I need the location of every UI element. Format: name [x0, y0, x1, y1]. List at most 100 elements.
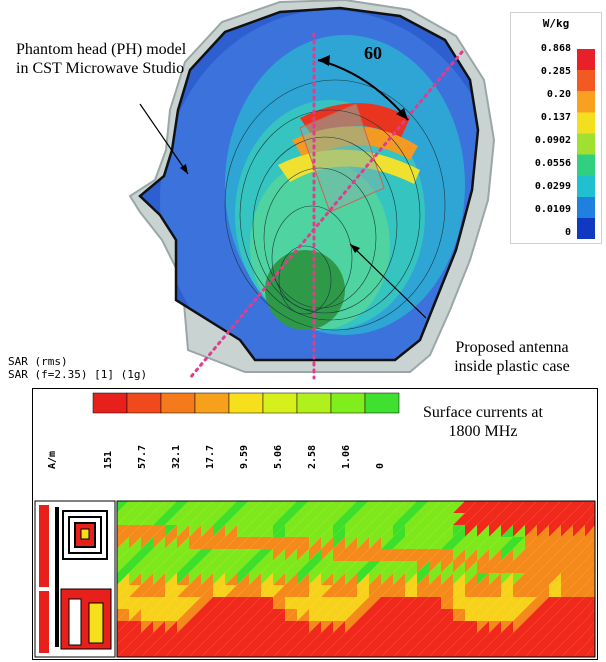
- current-mesh-cell: [285, 645, 297, 657]
- current-mesh-cell: [345, 645, 357, 657]
- current-mesh-cell: [297, 525, 309, 537]
- current-mesh-cell: [345, 621, 357, 633]
- sar-legend-value: 0.285: [540, 66, 571, 77]
- current-mesh-cell: [381, 585, 393, 597]
- current-mesh-cell: [417, 621, 429, 633]
- current-mesh-cell: [225, 645, 237, 657]
- current-mesh-cell: [129, 525, 141, 537]
- current-mesh-cell: [477, 525, 489, 537]
- current-mesh-cell: [537, 549, 549, 561]
- current-mesh-cell: [369, 549, 381, 561]
- current-mesh-cell: [201, 597, 213, 609]
- current-mesh-cell: [441, 549, 453, 561]
- current-mesh-cell: [381, 549, 393, 561]
- current-mesh-cell: [501, 621, 513, 633]
- current-mesh-cell: [573, 645, 585, 657]
- current-mesh-cell: [537, 525, 549, 537]
- current-mesh-cell: [465, 501, 477, 513]
- current-mesh-cell: [369, 585, 381, 597]
- current-mesh-cell: [297, 501, 309, 513]
- current-mesh-cell: [129, 513, 141, 525]
- current-mesh-cell: [309, 501, 321, 513]
- current-mesh-cell: [525, 609, 537, 621]
- current-mesh-cell: [429, 645, 441, 657]
- current-mesh-cell: [165, 621, 177, 633]
- current-mesh-cell: [117, 537, 129, 549]
- current-mesh-cell: [333, 525, 345, 537]
- current-mesh-cell: [165, 645, 177, 657]
- current-mesh-cell: [513, 621, 525, 633]
- current-mesh-cell: [549, 537, 561, 549]
- current-mesh-cell: [465, 573, 477, 585]
- current-mesh-cell: [357, 549, 369, 561]
- current-mesh-cell: [189, 513, 201, 525]
- current-mesh-cell: [417, 609, 429, 621]
- current-mesh-cell: [357, 561, 369, 573]
- current-mesh-cell: [381, 597, 393, 609]
- current-mesh-cell: [489, 573, 501, 585]
- current-mesh-cell: [429, 573, 441, 585]
- current-mesh-cell: [369, 513, 381, 525]
- current-mesh-cell: [261, 597, 273, 609]
- current-mesh-cell: [525, 549, 537, 561]
- current-mesh-cell: [213, 573, 225, 585]
- current-mesh-cell: [489, 597, 501, 609]
- current-mesh-cell: [297, 621, 309, 633]
- current-mesh-cell: [513, 645, 525, 657]
- current-mesh-cell: [369, 645, 381, 657]
- current-mesh-cell: [213, 537, 225, 549]
- current-mesh-cell: [117, 501, 129, 513]
- current-mesh-cell: [141, 561, 153, 573]
- current-mesh-cell: [561, 633, 573, 645]
- current-mesh-cell: [573, 609, 585, 621]
- current-mesh-cell: [285, 513, 297, 525]
- current-mesh-cell: [261, 501, 273, 513]
- current-mesh-cell: [189, 525, 201, 537]
- current-mesh-cell: [369, 621, 381, 633]
- current-mesh-cell: [129, 537, 141, 549]
- current-mesh-cell: [237, 609, 249, 621]
- current-mesh-cell: [321, 609, 333, 621]
- current-mesh-cell: [345, 609, 357, 621]
- current-mesh-cell: [309, 609, 321, 621]
- current-mesh-cell: [465, 621, 477, 633]
- current-mesh-cell: [405, 621, 417, 633]
- current-mesh-cell: [513, 537, 525, 549]
- current-mesh-cell: [537, 621, 549, 633]
- current-mesh-cell: [465, 513, 477, 525]
- current-mesh-cell: [225, 585, 237, 597]
- current-mesh-cell: [549, 597, 561, 609]
- current-mesh-cell: [273, 633, 285, 645]
- current-mesh-cell: [273, 597, 285, 609]
- current-mesh-cell: [153, 633, 165, 645]
- current-mesh-cell: [321, 645, 333, 657]
- current-mesh-cell: [153, 513, 165, 525]
- current-mesh-cell: [141, 645, 153, 657]
- current-mesh-cell: [213, 609, 225, 621]
- current-mesh-cell: [525, 537, 537, 549]
- current-mesh-cell: [405, 609, 417, 621]
- current-mesh-cell: [129, 585, 141, 597]
- current-mesh-cell: [297, 561, 309, 573]
- current-mesh-cell: [261, 645, 273, 657]
- current-mesh-cell: [357, 525, 369, 537]
- current-mesh-cell: [585, 561, 595, 573]
- current-mesh-cell: [141, 633, 153, 645]
- phantom-label: Phantom head (PH) model in CST Microwave…: [16, 40, 246, 78]
- current-mesh-cell: [501, 573, 513, 585]
- current-mesh-cell: [345, 501, 357, 513]
- current-mesh-cell: [129, 645, 141, 657]
- head-outline: [138, 6, 480, 362]
- current-mesh-cell: [213, 549, 225, 561]
- current-mesh-cell: [129, 549, 141, 561]
- current-mesh-cell: [117, 645, 129, 657]
- current-mesh-cell: [453, 561, 465, 573]
- current-mesh-cell: [573, 573, 585, 585]
- current-mesh-cell: [117, 513, 129, 525]
- current-mesh-cell: [177, 537, 189, 549]
- phantom-label-line2: in CST Microwave Studio: [16, 60, 185, 77]
- current-mesh-cell: [549, 633, 561, 645]
- current-mesh-cell: [405, 549, 417, 561]
- current-mesh-cell: [321, 525, 333, 537]
- current-mesh-cell: [177, 501, 189, 513]
